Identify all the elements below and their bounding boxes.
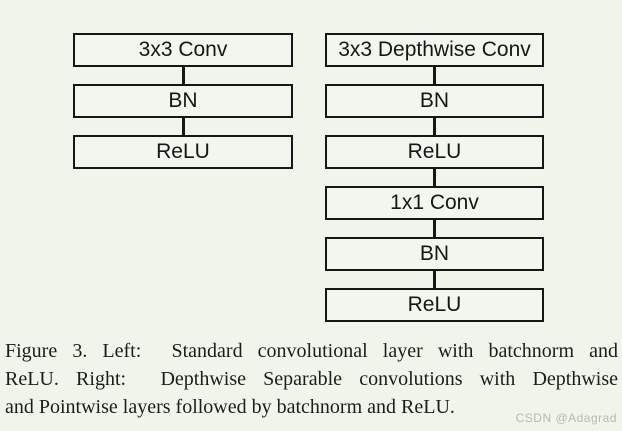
caption-line: and Pointwise layers followed by batchno… — [5, 396, 455, 418]
connector-line — [433, 271, 436, 288]
connector-line — [433, 67, 436, 84]
caption-line: ReLU. Right: Depthwise Separable convolu… — [5, 368, 618, 390]
connector-line — [433, 118, 436, 135]
connector-line — [433, 220, 436, 237]
box-3x3-conv: 3x3 Conv — [73, 33, 293, 67]
box-relu: ReLU — [73, 135, 293, 169]
box-label: BN — [168, 89, 198, 112]
box-label: 3x3 Conv — [138, 38, 228, 61]
connector-line — [181, 67, 185, 84]
caption-line: Figure 3. Left: Standard convolutional l… — [5, 340, 618, 362]
box-label: ReLU — [407, 293, 462, 316]
box-label: BN — [419, 89, 450, 112]
standard-conv-stack: 3x3 Conv BN ReLU — [73, 33, 293, 169]
box-3x3-depthwise-conv: 3x3 Depthwise Conv — [325, 33, 544, 67]
box-bn: BN — [325, 237, 544, 271]
box-relu: ReLU — [325, 135, 544, 169]
connector-line — [181, 118, 185, 135]
connector-line — [433, 169, 436, 186]
box-label: ReLU — [156, 140, 210, 163]
depthwise-separable-stack: 3x3 Depthwise Conv BN ReLU 1x1 Conv BN R… — [325, 33, 544, 322]
box-label: ReLU — [407, 140, 462, 163]
box-1x1-conv: 1x1 Conv — [325, 186, 544, 220]
box-label: 3x3 Depthwise Conv — [338, 38, 531, 61]
box-relu: ReLU — [325, 288, 544, 322]
box-label: 1x1 Conv — [390, 191, 479, 214]
figure-caption: Figure 3. Left: Standard convolutional l… — [5, 337, 618, 421]
box-bn: BN — [325, 84, 544, 118]
box-label: BN — [419, 242, 450, 265]
box-bn: BN — [73, 84, 293, 118]
csdn-watermark: CSDN @Adagrad — [515, 411, 617, 425]
